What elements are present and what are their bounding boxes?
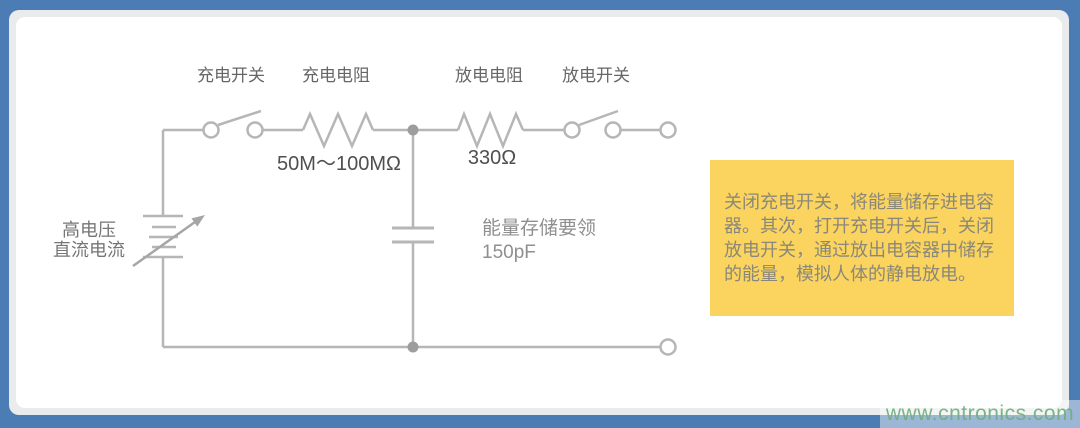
note-line: 器。其次，打开充电开关后，关闭: [724, 216, 994, 236]
dc-source-label-line1: 高电压: [62, 220, 116, 240]
watermark: www.cntronics.com: [880, 400, 1080, 428]
note-line: 的能量，模拟人体的静电放电。: [724, 264, 976, 284]
capacitor-label: 能量存储要领 150pF: [482, 217, 596, 265]
capacitor-label-text: 能量存储要领: [482, 218, 597, 239]
charge-switch-label: 充电开关: [197, 66, 265, 85]
discharge-switch-symbol: [565, 111, 621, 138]
note-line: 关闭充电开关，将能量储存进电容: [724, 192, 994, 212]
discharge-switch-label: 放电开关: [562, 66, 630, 85]
open-terminal-bottom-icon: [661, 340, 676, 355]
dc-source-label-line2: 直流电流: [53, 240, 125, 260]
dc-source-symbol: [133, 215, 205, 266]
watermark-text: www.cntronics.com: [885, 402, 1075, 425]
note-line: 放电开关，通过放出电容器中储存: [724, 240, 994, 260]
discharge-resistor-value: 330Ω: [467, 147, 517, 169]
charge-switch-symbol: [204, 111, 263, 138]
charge-resistor-value: 50M～100MΩ: [277, 153, 401, 175]
open-terminal-top-icon: [661, 123, 676, 138]
junction-dots: [407, 124, 419, 353]
dc-source-label: 高电压 直流电流: [29, 220, 149, 260]
capacitor-value: 150pF: [482, 242, 536, 263]
charge-resistor-label: 充电电阻: [302, 66, 370, 85]
capacitor-symbol: [392, 228, 434, 242]
note-box: 关闭充电开关，将能量储存进电容 器。其次，打开充电开关后，关闭 放电开关，通过放…: [710, 160, 1014, 316]
wires: [163, 130, 660, 347]
discharge-resistor-symbol: [458, 114, 523, 146]
discharge-resistor-label: 放电电阻: [455, 66, 523, 85]
charge-resistor-symbol: [303, 114, 373, 146]
